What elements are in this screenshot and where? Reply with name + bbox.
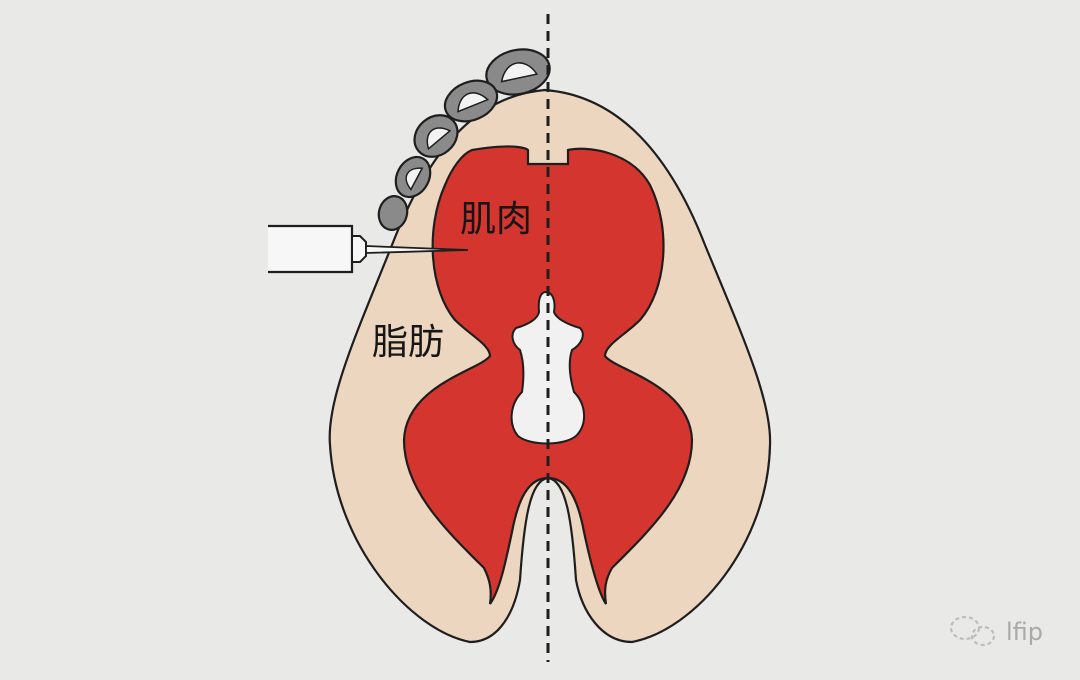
bone-piece [443, 79, 499, 123]
chat-bubble-icon [949, 615, 996, 647]
muscle-label: 肌肉 [460, 199, 532, 240]
bone-piece [377, 195, 409, 231]
fat-label: 脂肪 [372, 322, 444, 363]
syringe-hub [351, 235, 367, 263]
syringe-needle [365, 245, 469, 254]
bone-chain [377, 48, 551, 231]
syringe-icon [268, 224, 469, 274]
syringe-barrel [268, 224, 354, 274]
bone-piece [394, 155, 432, 199]
watermark-text: lfip [1006, 618, 1043, 646]
bone-piece [413, 114, 459, 158]
watermark: lfip [949, 615, 1043, 647]
